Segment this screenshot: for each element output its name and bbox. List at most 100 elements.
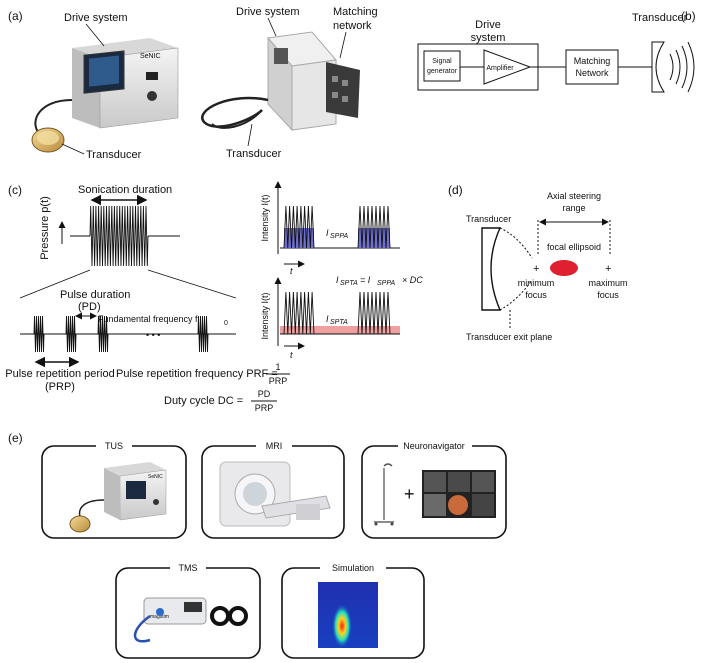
label-pulse-duration-l1: Pulse duration (60, 289, 130, 301)
label-focal-ellipsoid: focal ellipsoid (547, 242, 601, 252)
label-prp-l2: (PRP) (45, 381, 75, 393)
panel-e: (e) TUS SeNIC MRI (8, 431, 507, 659)
pulse-train-waveform (33, 315, 209, 353)
tus-transducer-image (69, 515, 91, 533)
focal-ellipsoid (550, 260, 578, 276)
label-drive-system-1: Drive system (64, 12, 128, 24)
label-fundamental-frequency: Fundamental frequency f (98, 314, 198, 324)
cable-1 (34, 99, 73, 133)
ispta-label: I (326, 314, 329, 324)
card-mri: MRI (201, 438, 345, 539)
label-matching-network-b-l2: Network (575, 68, 609, 78)
transducer-d-shape (481, 227, 502, 311)
signal-generator-box (423, 50, 461, 82)
formula-lhs: I (336, 275, 339, 285)
intensity-burst-2b (357, 291, 391, 335)
transducer-device-1 (31, 127, 65, 153)
intensity-axis-label-1: Intensity I(t) (260, 194, 270, 241)
pressure-axis-label: Pressure p(t) (39, 196, 51, 260)
pulse-burst-2 (65, 315, 77, 353)
tms-brand: magstim (150, 614, 169, 620)
panel-b: (b) Drive system Signal generator Amplif… (417, 9, 696, 93)
leader-drive-system-2 (267, 17, 277, 37)
label-transducer-1: Transducer (86, 149, 142, 161)
prf-numerator: 1 (275, 362, 280, 372)
label-signal-generator-l2: generator (427, 68, 458, 75)
panel-label-b: (b) (681, 9, 696, 23)
isppa-subscript: SPPA (330, 233, 348, 240)
intensity-waveform-1 (283, 205, 391, 249)
leader-drive-system-1 (85, 23, 105, 47)
plus-min: + (533, 263, 539, 275)
panel-c: (c) Sonication duration Pressure p(t) Pu… (5, 181, 423, 413)
label-exit-plane: Transducer exit plane (466, 332, 552, 342)
label-duty-cycle: Duty cycle DC = (164, 395, 243, 407)
sound-waves (669, 41, 695, 93)
zoom-line-right (147, 269, 237, 299)
label-drive-system-b-l1: Drive (475, 19, 501, 31)
sonication-burst (89, 205, 149, 267)
label-prf: Pulse repetition frequency PRF = (116, 368, 278, 380)
pulse-burst-1 (33, 315, 45, 353)
dc-denominator: PRP (255, 403, 274, 413)
time-label-1: t (290, 266, 293, 276)
simulation-focus (332, 604, 352, 648)
label-pulse-duration-l2: (PD) (78, 301, 101, 313)
pulse-burst-3 (97, 315, 109, 353)
drive-system-device-2 (267, 31, 360, 132)
label-drive-system-b-l2: system (471, 32, 506, 44)
intensity-burst-2a (283, 291, 315, 335)
label-transducer-2: Transducer (226, 148, 282, 160)
leader-transducer-1 (61, 143, 85, 155)
time-label-2: t (290, 350, 293, 360)
sonication-burst-waveform (89, 205, 149, 267)
pulse-burst-4 (197, 315, 209, 353)
card-neuronavigator: Neuronavigator + (361, 438, 507, 539)
cable-2 (201, 96, 269, 128)
label-minimum-focus-l1: minimum (518, 278, 555, 288)
card-tus: TUS SeNIC (41, 438, 187, 539)
cable-2b (211, 109, 263, 129)
label-axial-steering-l2: range (562, 203, 585, 213)
label-maximum-focus-l1: maximum (588, 278, 627, 288)
beam-upper (499, 227, 533, 259)
panel-a: (a) SeNIC Drive system Transducer (8, 6, 378, 161)
transducer-b-shape (651, 41, 665, 93)
card-title-tms: TMS (179, 563, 198, 573)
card-title-neuronavigator: Neuronavigator (403, 441, 465, 451)
label-drive-system-2: Drive system (236, 6, 300, 18)
leader-transducer-2 (247, 123, 253, 147)
label-fundamental-subscript: 0 (224, 320, 228, 327)
formula-eq: = I (360, 275, 371, 285)
label-matching-network-l1: Matching (333, 6, 378, 18)
device-brand-label: SeNIC (140, 53, 161, 60)
label-transducer-b: Transducer (632, 12, 688, 24)
panel-label-d: (d) (448, 183, 463, 197)
formula-lhs-sub: SPTA (340, 280, 358, 287)
panel-label-c: (c) (8, 183, 22, 197)
label-signal-generator-l1: Signal (432, 58, 452, 65)
label-matching-network-l2: network (333, 20, 372, 32)
zoom-line-left (19, 269, 91, 299)
panel-label-e: (e) (8, 431, 23, 445)
dc-numerator: PD (258, 389, 271, 399)
label-amplifier: Amplifier (486, 65, 514, 72)
card-tms: TMS magstim (115, 560, 261, 659)
neuronavigator-plus: + (404, 484, 415, 504)
plus-max: + (605, 263, 611, 275)
formula-tail: × DC (402, 275, 423, 285)
tus-device-brand: SeNIC (148, 474, 163, 480)
card-title-mri: MRI (266, 441, 283, 451)
card-title-simulation: Simulation (332, 563, 374, 573)
intensity-waveform-2 (283, 291, 391, 335)
label-minimum-focus-l2: focus (525, 290, 547, 300)
label-axial-steering-l1: Axial steering (547, 191, 601, 201)
ellipsis: • • • (146, 330, 160, 340)
isppa-label: I (326, 228, 329, 238)
intensity-axis-label-2: Intensity I(t) (260, 292, 270, 339)
label-sonication-duration: Sonication duration (78, 184, 172, 196)
card-title-tus: TUS (105, 441, 123, 451)
prf-denominator: PRP (269, 376, 288, 386)
panel-d: (d) Transducer Axial steering range foca… (448, 183, 628, 342)
